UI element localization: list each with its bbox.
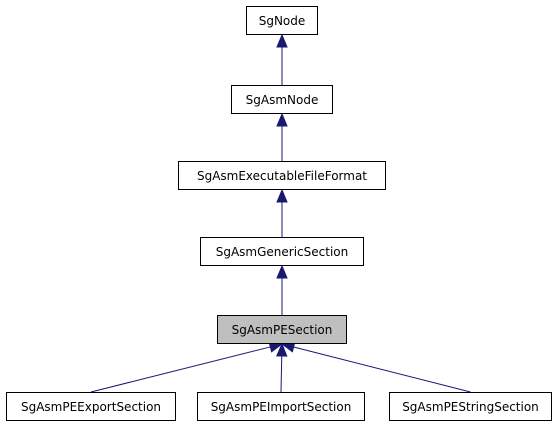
node-sgasmpeimportsection[interactable]: SgAsmPEImportSection (197, 392, 365, 421)
arrowhead-executable_file_format-to-sgasmnode (276, 112, 288, 127)
arrowhead-pe_section-to-generic_section (276, 264, 288, 279)
node-sgasmpeexportsection[interactable]: SgAsmPEExportSection (6, 392, 176, 421)
node-sgasmnode[interactable]: SgAsmNode (231, 85, 333, 114)
node-sgasmpestringsection[interactable]: SgAsmPEStringSection (389, 392, 552, 421)
node-sgnode[interactable]: SgNode (246, 6, 318, 35)
edge-pe_string_section-to-pe_section (293, 346, 471, 393)
node-sgasmexecutablefileformat[interactable]: SgAsmExecutableFileFormat (178, 161, 386, 190)
node-sgasmpesection-current: SgAsmPESection (217, 315, 347, 344)
node-sgasmgenericsection[interactable]: SgAsmGenericSection (200, 237, 364, 266)
arrowhead-sgasmnode-to-sgnode (276, 33, 288, 48)
edge-pe_export_section-to-pe_section (90, 346, 271, 393)
edge-pe_import_section-to-pe_section (280, 355, 283, 393)
arrowhead-pe_import_section-to-pe_section (275, 342, 288, 357)
arrowhead-generic_section-to-executable_file_format (276, 188, 288, 203)
